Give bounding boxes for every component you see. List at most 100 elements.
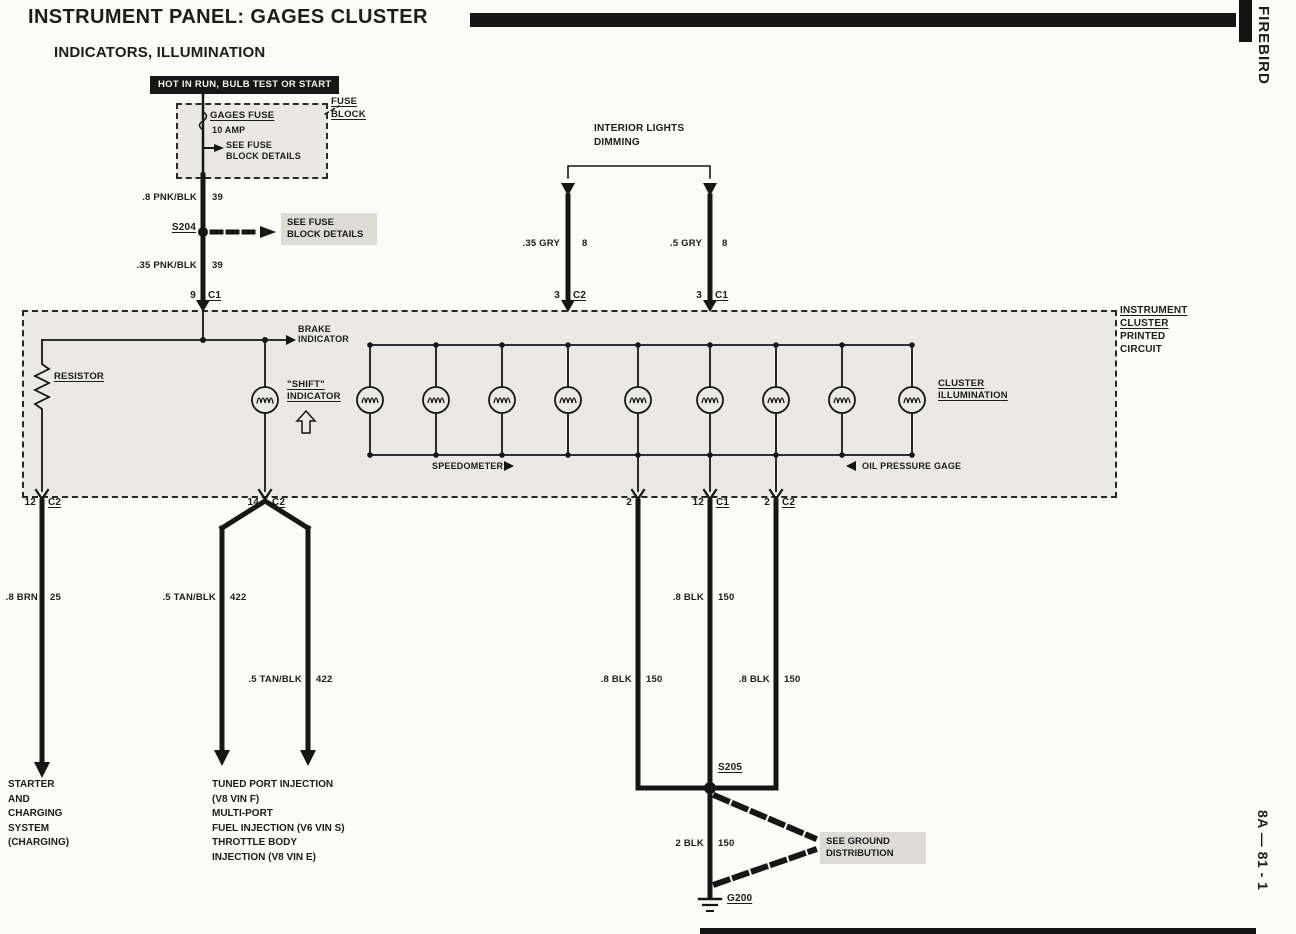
starter-line: STARTER xyxy=(8,779,55,790)
cluster-caption-line4: CIRCUIT xyxy=(1120,344,1162,355)
circuit-25: 25 xyxy=(50,592,61,603)
starter-destination: STARTER AND CHARGING SYSTEM (CHARGING) xyxy=(8,778,69,851)
wire-gauge-gry35: .35 GRY xyxy=(522,238,560,249)
connector-c2-top: C2 xyxy=(573,290,587,301)
illumination-lamp xyxy=(488,341,516,459)
wire-end-arrow-icon xyxy=(300,750,316,766)
brake-indicator-arrow-icon xyxy=(286,335,296,345)
page-number: 8A — 81 - 1 xyxy=(1254,810,1271,891)
dimmer-arrow-icon xyxy=(703,183,717,196)
dimming-caption-line1: INTERIOR LIGHTS xyxy=(594,123,685,134)
injection-line: (V8 VIN F) xyxy=(212,793,260,805)
see-fuse-note-line2: BLOCK DETAILS xyxy=(287,229,364,240)
splice-s205: S205 xyxy=(718,762,743,773)
wire-gauge-tan1: .5 TAN/BLK xyxy=(162,592,216,603)
injection-line: TUNED PORT INJECTION xyxy=(212,779,334,790)
brake-indicator-line1: BRAKE xyxy=(298,324,332,334)
connector-c1-top: C1 xyxy=(208,290,222,301)
fuse-detail-arrow-icon xyxy=(214,144,224,152)
shift-indicator-lamp xyxy=(251,386,279,414)
wire-gauge-gry5: .5 GRY xyxy=(670,238,702,249)
fuse-element xyxy=(198,110,208,132)
wire-gauge-blk-left: .8 BLK xyxy=(600,674,632,685)
instrument-cluster-box xyxy=(22,310,1117,498)
circuit-422a: 422 xyxy=(230,592,247,603)
pin-9: 9 xyxy=(190,290,196,301)
wire-gauge-blk2: 2 BLK xyxy=(675,838,704,849)
starter-line: CHARGING xyxy=(8,808,63,819)
s205-splice-dot xyxy=(704,782,716,794)
fuse-block-caption-line2: BLOCK xyxy=(331,109,366,120)
cluster-caption-line3: PRINTED xyxy=(1120,331,1166,342)
injection-line: FUEL INJECTION (V6 VIN S) xyxy=(212,822,345,834)
pin-2a: 2 xyxy=(626,497,632,508)
see-ground-note: SEE GROUND DISTRIBUTION xyxy=(820,832,926,864)
pin-2b: 2 xyxy=(764,497,770,508)
dimmer-arrow-icon xyxy=(561,183,575,196)
oil-pressure-label: OIL PRESSURE GAGE xyxy=(862,461,962,471)
cluster-illumination-line2: ILLUMINATION xyxy=(938,390,1008,401)
page-title: INSTRUMENT PANEL: GAGES CLUSTER xyxy=(28,6,428,28)
ground-branch-dashed-2 xyxy=(712,846,818,888)
circuit-150c: 150 xyxy=(784,674,801,685)
wire-gauge-brn: .8 BRN xyxy=(5,592,38,603)
fuse-block-caption-line1: FUSE xyxy=(331,96,358,107)
circuit-422b: 422 xyxy=(316,674,333,685)
starter-line: AND xyxy=(8,793,30,805)
speedometer-label: SPEEDOMETER xyxy=(432,461,504,471)
shift-indicator-line2: INDICATOR xyxy=(287,391,341,402)
circuit-150b: 150 xyxy=(646,674,663,685)
pin-12a: 12 xyxy=(24,497,36,508)
ground-branch-dashed-1 xyxy=(712,792,818,842)
binder-tab xyxy=(1239,0,1252,42)
fuse-caption-leader xyxy=(324,105,340,115)
s204-splice-dot xyxy=(198,227,208,237)
wire-gauge-blk-mid: .8 BLK xyxy=(672,592,704,603)
ground-symbol xyxy=(697,897,723,912)
wire-end-arrow-icon xyxy=(34,762,50,778)
speedometer-arrow-icon xyxy=(504,461,514,471)
entry-arrow-icon xyxy=(196,300,210,312)
fuse-note-line1: SEE FUSE xyxy=(226,140,273,150)
pin-12b: 12 xyxy=(692,497,704,508)
illumination-lamp xyxy=(898,341,926,459)
cluster-caption-line2: CLUSTER xyxy=(1120,318,1169,329)
connector-c1b-top: C1 xyxy=(715,290,729,301)
see-ground-note-line2: DISTRIBUTION xyxy=(826,848,894,859)
wire-end-arrow-icon xyxy=(214,750,230,766)
pin-14: 14 xyxy=(247,497,259,508)
circuit-39a: 39 xyxy=(212,192,223,203)
fuse-name: GAGES FUSE xyxy=(210,110,275,121)
cluster-caption-line1: INSTRUMENT xyxy=(1120,305,1188,316)
see-fuse-note: SEE FUSE BLOCK DETAILS xyxy=(281,213,377,245)
wire-lines xyxy=(32,93,913,912)
illumination-lamp xyxy=(422,341,450,459)
bottom-rule xyxy=(700,928,1256,934)
shift-up-arrow-icon xyxy=(295,409,317,434)
resistor-label: RESISTOR xyxy=(54,371,104,382)
connector-c2-shift: C2 xyxy=(272,497,286,508)
starter-line: (CHARGING) xyxy=(8,837,70,848)
illumination-lamp xyxy=(356,341,384,459)
splice-s204: S204 xyxy=(171,222,196,233)
resistor-symbol xyxy=(32,339,52,492)
diagram-subtitle: INDICATORS, ILLUMINATION xyxy=(54,44,266,61)
injection-destination: TUNED PORT INJECTION (V8 VIN F) MULTI-PO… xyxy=(212,778,345,865)
wire-gauge-pnkblk8: .8 PNK/BLK xyxy=(142,192,197,203)
power-feed-label: HOT IN RUN, BULB TEST OR START xyxy=(150,76,340,94)
entry-arrow-icon xyxy=(561,300,575,312)
dimming-bracket xyxy=(567,165,711,179)
circuit-8b: 8 xyxy=(722,238,728,249)
wire-gauge-tan2: .5 TAN/BLK xyxy=(248,674,302,685)
circuit-8a: 8 xyxy=(582,238,588,249)
pin-3b: 3 xyxy=(696,290,702,301)
injection-line: THROTTLE BODY xyxy=(212,837,297,848)
brake-indicator-line2: INDICATOR xyxy=(298,334,349,344)
shift-indicator-line1: "SHIFT" xyxy=(287,379,325,390)
see-fuse-note-line1: SEE FUSE xyxy=(287,217,334,228)
oil-pressure-arrow-icon xyxy=(846,461,856,471)
entry-arrow-icon xyxy=(703,300,717,312)
injection-line: INJECTION (V8 VIN E) xyxy=(212,851,316,863)
